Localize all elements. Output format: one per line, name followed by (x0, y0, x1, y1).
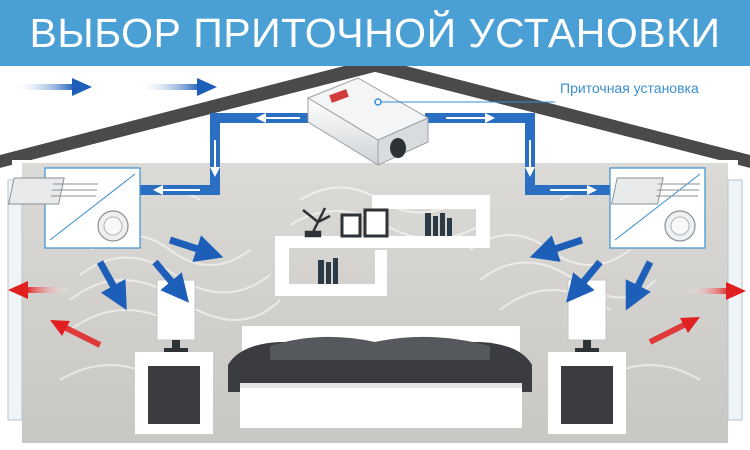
left-window (7, 179, 23, 421)
left-vent-panel (8, 167, 141, 249)
exhaust-arrow-icon (8, 281, 68, 299)
exhaust-arrow-icon (688, 282, 746, 300)
round-diffuser-icon (97, 210, 129, 242)
sculpture-icon (302, 207, 331, 238)
right-window (727, 179, 743, 421)
supply-unit-label: Приточная установка (560, 80, 699, 96)
vent-grille-icon (611, 177, 700, 205)
exhaust-arrows (8, 281, 746, 348)
airflow-arrow-icon (140, 78, 217, 96)
nightstand-icon (135, 352, 213, 434)
book-icon (318, 258, 338, 284)
airflow-arrow-icon (152, 259, 189, 303)
picture-frame-icon (340, 208, 389, 238)
page-title: ВЫБОР ПРИТОЧНОЙ УСТАНОВКИ (29, 9, 721, 56)
supply-airflow-arrows (96, 235, 654, 311)
airflow-arrow-icon (625, 260, 654, 311)
bed-icon (228, 326, 532, 428)
wall-shelf (275, 195, 490, 296)
nightstand-icon (548, 352, 626, 434)
right-vent-panel (609, 167, 706, 249)
airflow-arrow-icon (96, 260, 127, 311)
vent-grille-icon (8, 177, 98, 205)
book-icon (425, 213, 452, 236)
supply-unit-icon (306, 77, 555, 166)
airflow-arrow-icon (566, 259, 603, 303)
airflow-arrow-icon (529, 235, 584, 262)
round-diffuser-icon (664, 210, 696, 242)
exhaust-arrow-icon (648, 317, 700, 345)
shelf-icon (275, 284, 387, 296)
duct-arrowheads (153, 113, 597, 195)
airflow-arrow-icon (15, 78, 92, 96)
shelf-icon (372, 195, 490, 209)
duct-flow-arrows (160, 117, 590, 191)
airflow-arrow-icon (168, 235, 224, 262)
outdoor-intake-arrows (15, 78, 217, 96)
title-bar: ВЫБОР ПРИТОЧНОЙ УСТАНОВКИ (0, 0, 750, 66)
exhaust-arrow-icon (50, 320, 102, 348)
